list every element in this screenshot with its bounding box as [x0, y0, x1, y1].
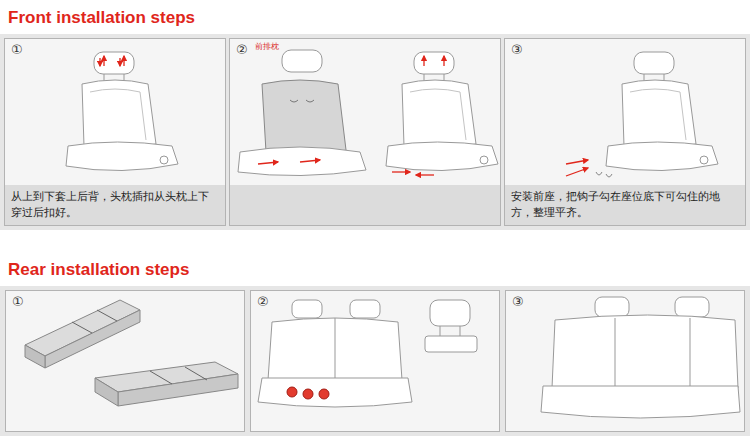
seat-back-cover — [238, 50, 366, 176]
step-panel: ③ — [505, 290, 745, 432]
step-panel: ① 从上到下套上后背，头枕插扣从头枕上下穿过后扣好。 — [4, 38, 226, 226]
step-number: ① — [12, 295, 24, 309]
row-ground — [0, 34, 750, 230]
panel-fill — [4, 38, 746, 432]
front-seat — [66, 52, 178, 171]
caption-band — [230, 185, 500, 225]
step-caption: 从上到下套上后背，头枕插扣从头枕上下穿过后扣好。 — [11, 189, 219, 221]
caption-band: 安装前座，把钩子勾在座位底下可勾住的地方，整理平齐。 — [505, 185, 745, 225]
front-seat — [566, 52, 718, 177]
section-heading: Front installation steps — [8, 8, 195, 28]
caption-band: 从上到下套上后背，头枕插扣从头枕上下穿过后扣好。 — [5, 185, 225, 225]
step-number: ② — [257, 295, 269, 309]
step-panel: ③ 安装前座，把钩子勾在座位底下可勾住的地方，整理平齐。 — [504, 38, 746, 226]
section-heading: Rear installation steps — [8, 260, 189, 280]
step-caption: 安装前座，把钩子勾在座位底下可勾住的地方，整理平齐。 — [511, 189, 739, 221]
step-number: ③ — [512, 295, 524, 309]
rear-bench — [541, 297, 740, 418]
part-label: 前排枕 — [254, 43, 280, 52]
step-panel: ① — [5, 290, 245, 432]
step-panel: ② — [229, 38, 501, 226]
rear-bench — [258, 300, 477, 407]
step-panel: ② — [250, 290, 500, 432]
row-ground — [0, 286, 750, 436]
step-number: ① — [11, 43, 23, 57]
seat-slab — [25, 300, 238, 406]
step-number: ③ — [511, 43, 523, 57]
step-number: ② — [236, 43, 248, 57]
front-seat — [386, 52, 498, 175]
